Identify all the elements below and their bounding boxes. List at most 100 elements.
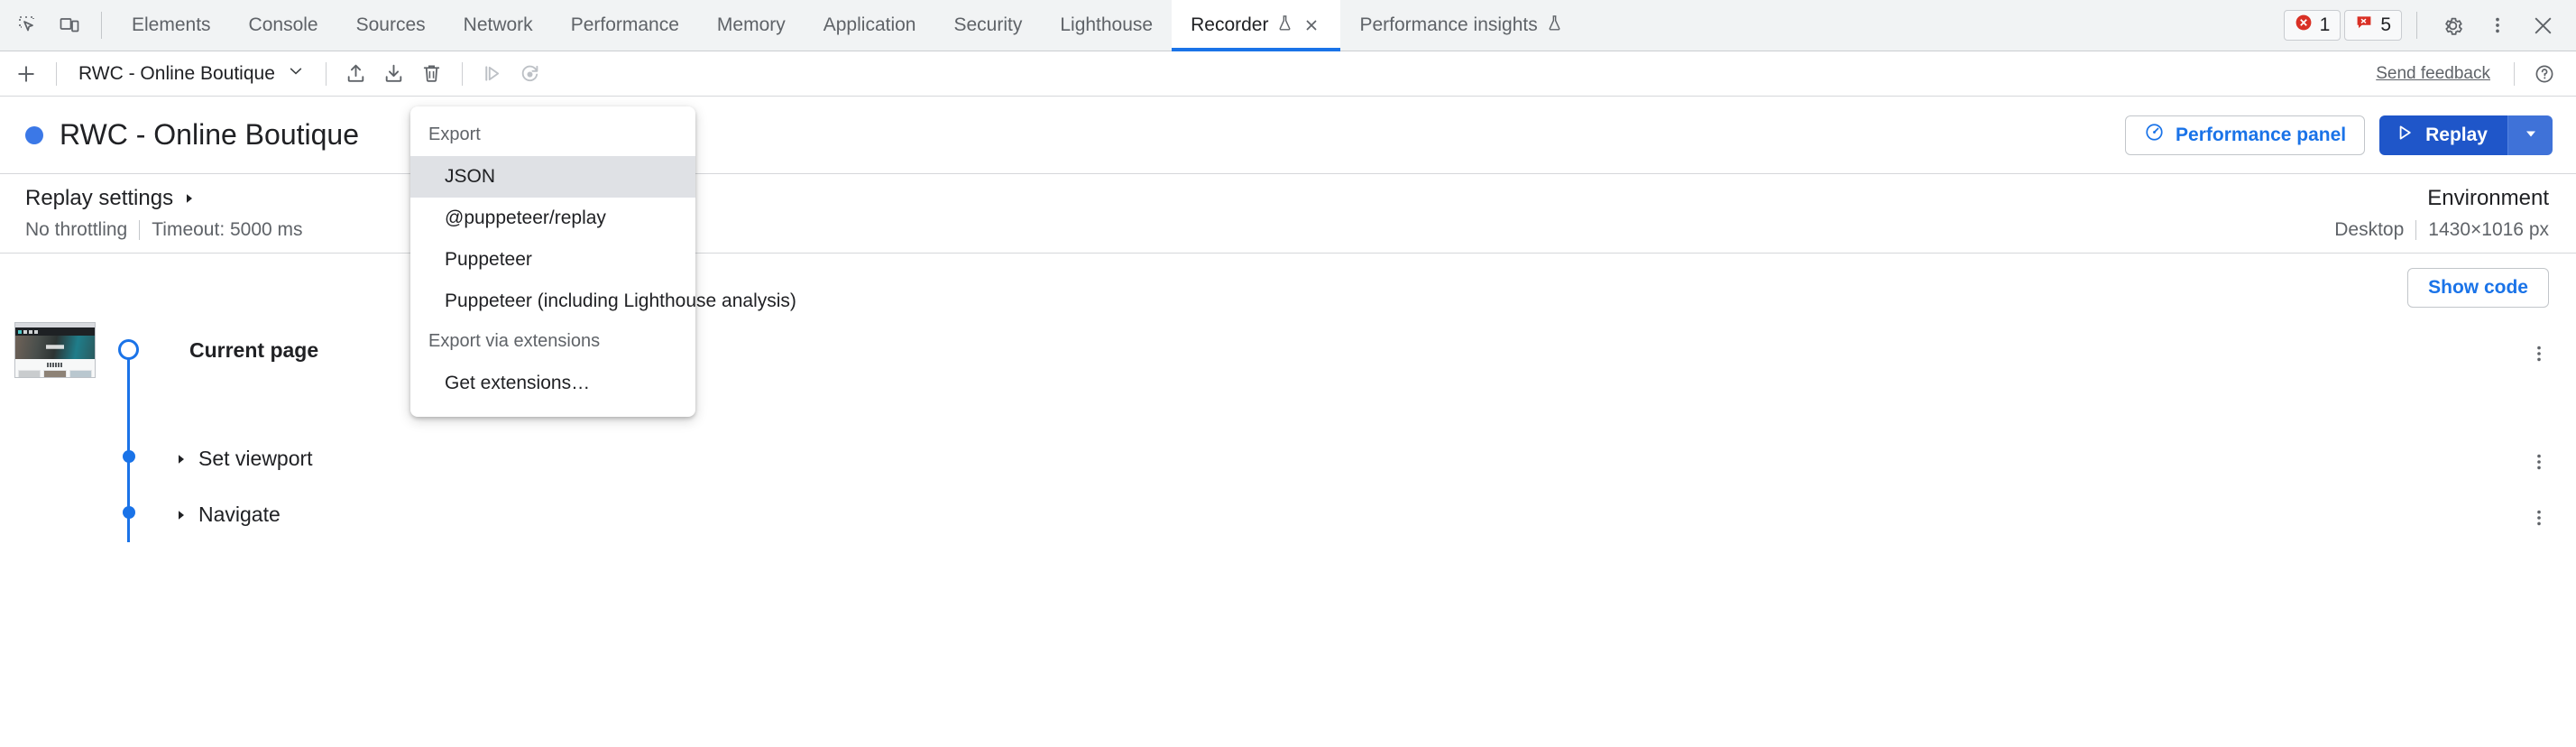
add-recording-button[interactable] (7, 55, 45, 93)
error-circle-icon (2295, 14, 2313, 37)
caret-down-icon (2523, 125, 2539, 144)
tab-memory[interactable]: Memory (698, 0, 805, 51)
step-label-set-viewport[interactable]: Set viewport (148, 430, 2518, 471)
thumb-logo (47, 363, 63, 367)
replay-settings-row: Replay settings No throttling Timeout: 5… (0, 174, 2576, 254)
recorder-toolbar: RWC - Online Boutique (0, 51, 2576, 97)
tab-label: Application (823, 14, 916, 35)
timeline-node (123, 506, 135, 519)
timeline-rail (108, 486, 148, 542)
tabbar-right-tools: 1 5 (2283, 0, 2576, 51)
step-more-icon[interactable] (2518, 333, 2560, 374)
recording-status-dot (25, 125, 43, 144)
triangle-right-icon[interactable] (175, 447, 188, 471)
tab-sources[interactable]: Sources (337, 0, 445, 51)
timeline-rail (108, 322, 148, 430)
timeout-value: Timeout: 5000 ms (152, 219, 303, 240)
menu-item-puppeteer[interactable]: Puppeteer (445, 249, 532, 270)
tab-label: Performance (570, 14, 679, 35)
export-icon[interactable] (375, 55, 413, 93)
tab-label: Sources (355, 14, 426, 35)
panel-tabs: Elements Console Sources Network Perform… (113, 0, 2284, 51)
thumb-product-card (18, 370, 41, 377)
tab-recorder[interactable]: Recorder (1172, 0, 1341, 51)
experiment-flask-icon (1546, 14, 1563, 37)
send-feedback-link[interactable]: Send feedback (2376, 63, 2490, 83)
menu-item-puppeteer-replay[interactable]: @puppeteer/replay (445, 208, 606, 228)
delete-icon[interactable] (413, 55, 451, 93)
step-replay-icon (474, 55, 511, 93)
steps-timeline: Current page Set viewport (0, 322, 2576, 542)
tab-elements[interactable]: Elements (113, 0, 230, 51)
device-toolbar-icon[interactable] (49, 5, 90, 46)
screenshot-thumbnail-column (0, 322, 108, 378)
tab-label: Network (463, 14, 533, 35)
thumb-hero-image (15, 336, 95, 359)
step-current-page: Current page (0, 322, 2576, 430)
replay-settings-group: Replay settings No throttling Timeout: 5… (25, 186, 303, 241)
tab-security[interactable]: Security (934, 0, 1041, 51)
show-code-row: Show code (0, 254, 2576, 322)
issues-count-badge[interactable]: 5 (2344, 10, 2402, 41)
tab-performance[interactable]: Performance (552, 0, 698, 51)
step-set-viewport: Set viewport (0, 430, 2576, 486)
device-value: Desktop (2334, 219, 2405, 240)
issue-bubble-icon (2355, 14, 2373, 37)
tabbar-left-tools (0, 0, 113, 51)
replay-button-group: Replay (2379, 115, 2553, 155)
close-devtools-icon[interactable] (2522, 5, 2563, 46)
toolbar-divider (56, 61, 57, 86)
step-title: Set viewport (198, 447, 313, 470)
tab-performance-insights[interactable]: Performance insights (1340, 0, 1581, 51)
replay-options-button[interactable] (2507, 115, 2553, 155)
environment-group: Environment Desktop 1430×1016 px (2334, 186, 2549, 241)
tab-console[interactable]: Console (230, 0, 337, 51)
thumb-product-card (43, 370, 67, 377)
step-navigate: Navigate (0, 486, 2576, 542)
replay-settings-toggle[interactable]: Replay settings (25, 186, 303, 211)
recording-selector[interactable]: RWC - Online Boutique (68, 57, 315, 91)
step-label-navigate[interactable]: Navigate (148, 486, 2518, 527)
header-actions: Performance panel Replay (2125, 115, 2553, 155)
tab-application[interactable]: Application (805, 0, 935, 51)
devtools-tabbar: Elements Console Sources Network Perform… (0, 0, 2576, 51)
more-vertical-icon[interactable] (2477, 5, 2518, 46)
experiment-flask-icon (1276, 14, 1293, 37)
import-icon[interactable] (337, 55, 375, 93)
tab-network[interactable]: Network (445, 0, 552, 51)
page-title: RWC - Online Boutique (60, 118, 359, 151)
menu-item-get-extensions[interactable]: Get extensions… (445, 373, 591, 393)
timeline-node (123, 450, 135, 463)
step-more-icon[interactable] (2518, 497, 2560, 539)
thumb-product-card (69, 370, 92, 377)
help-icon[interactable] (2525, 55, 2563, 93)
issues-count: 5 (2380, 14, 2391, 35)
toolbar-divider-3 (461, 61, 463, 86)
replay-button[interactable]: Replay (2379, 115, 2507, 155)
toolbar-divider-4 (2514, 61, 2515, 86)
tab-label: Performance insights (1359, 14, 1538, 35)
close-icon[interactable] (1302, 15, 1321, 35)
menu-item-json[interactable]: JSON (410, 156, 695, 198)
menu-item-puppeteer-lighthouse[interactable]: Puppeteer (including Lighthouse analysis… (445, 290, 796, 311)
recording-header: RWC - Online Boutique Performance panel (0, 97, 2576, 174)
triangle-right-icon[interactable] (175, 503, 188, 527)
performance-panel-button[interactable]: Performance panel (2125, 115, 2366, 155)
tab-lighthouse[interactable]: Lighthouse (1041, 0, 1172, 51)
thumb-browser-chrome (15, 323, 95, 327)
error-count-badge[interactable]: 1 (2283, 10, 2341, 41)
chevron-down-icon (288, 63, 304, 85)
timeline-line (127, 349, 130, 430)
inspect-element-icon[interactable] (7, 5, 49, 46)
performance-panel-label: Performance panel (2176, 124, 2347, 145)
tab-label: Security (953, 14, 1023, 35)
toolbar-divider-2 (325, 61, 327, 86)
tab-label: Lighthouse (1060, 14, 1154, 35)
gear-icon[interactable] (2432, 5, 2473, 46)
tabbar-right-divider (2416, 12, 2417, 39)
play-icon (2396, 124, 2414, 147)
step-more-icon[interactable] (2518, 441, 2560, 483)
timeline-rail (108, 430, 148, 486)
show-code-button[interactable]: Show code (2407, 268, 2549, 308)
step-label-current-page[interactable]: Current page (148, 322, 2518, 363)
